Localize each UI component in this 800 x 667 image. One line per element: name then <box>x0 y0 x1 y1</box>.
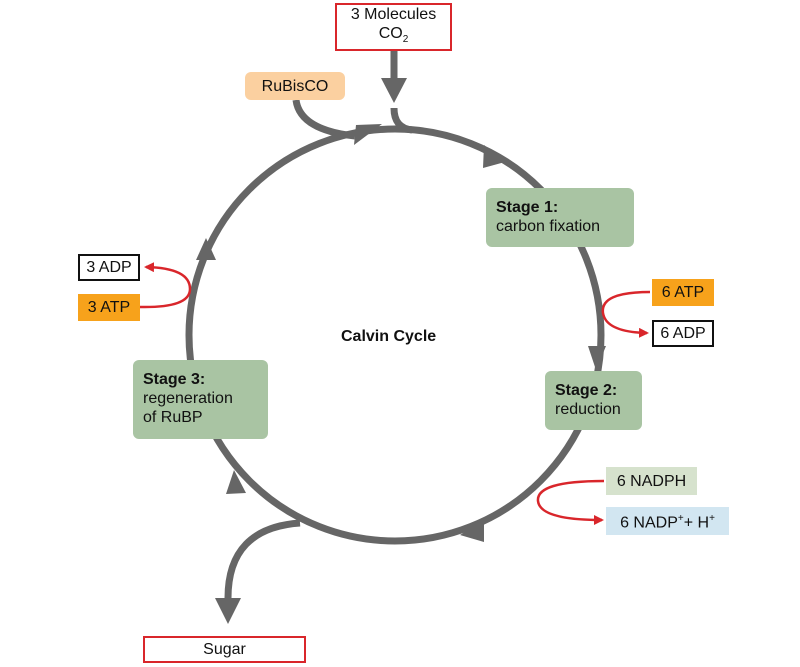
atp-left-label: 3 ATP <box>78 294 140 321</box>
stage-3-desc-2: of RuBP <box>143 409 203 426</box>
atp-left-arrow <box>139 262 192 309</box>
sugar-branch <box>224 519 301 599</box>
co2-arrowhead <box>381 78 407 103</box>
calvin-cycle-title: Calvin Cycle <box>341 328 437 345</box>
stage-3-desc-1: regeneration <box>143 390 233 407</box>
adp-left-label: 3 ADP <box>78 254 140 281</box>
stage-2-title: Stage 2: <box>555 382 618 399</box>
stage-1-title: Stage 1: <box>496 199 559 216</box>
stage-3-box: Stage 3: regeneration of RuBP <box>133 360 268 439</box>
adp-right-label: 6 ADP <box>652 320 714 347</box>
stage-2-box: Stage 2: reduction <box>545 371 642 430</box>
atp-right-arrow <box>601 290 651 338</box>
cycle-arrowhead-left <box>196 238 216 260</box>
nadph-label: 6 NADPH <box>606 467 697 495</box>
cycle-arrowhead-bottom-right <box>460 520 484 542</box>
nadp-label: 6 NADP++ H+ <box>606 507 729 535</box>
nadph-arrow <box>536 479 605 525</box>
co2-line1: 3 Molecules <box>350 5 437 23</box>
sugar-output-box: Sugar <box>143 636 306 663</box>
co2-line2: CO2 <box>378 24 409 46</box>
cycle-arrowhead-bottom-left <box>226 470 246 494</box>
stage-1-desc: carbon fixation <box>496 218 601 235</box>
cycle-arrowhead-upper-right <box>483 145 505 168</box>
stage-3-title: Stage 3: <box>143 371 206 388</box>
cycle-arrowhead-top <box>354 124 382 145</box>
rubisco-label: RuBisCO <box>245 72 345 100</box>
sugar-arrowhead <box>215 598 241 624</box>
rubisco-curve <box>292 99 356 140</box>
cycle-arrowhead-right <box>588 346 606 370</box>
co2-input-box: 3 Molecules CO2 <box>335 3 452 51</box>
atp-right-label: 6 ATP <box>652 279 714 306</box>
stage-2-desc: reduction <box>555 401 621 418</box>
co2-join-curve <box>390 107 413 134</box>
stage-1-box: Stage 1: carbon fixation <box>486 188 634 247</box>
cycle-ring <box>185 125 605 545</box>
